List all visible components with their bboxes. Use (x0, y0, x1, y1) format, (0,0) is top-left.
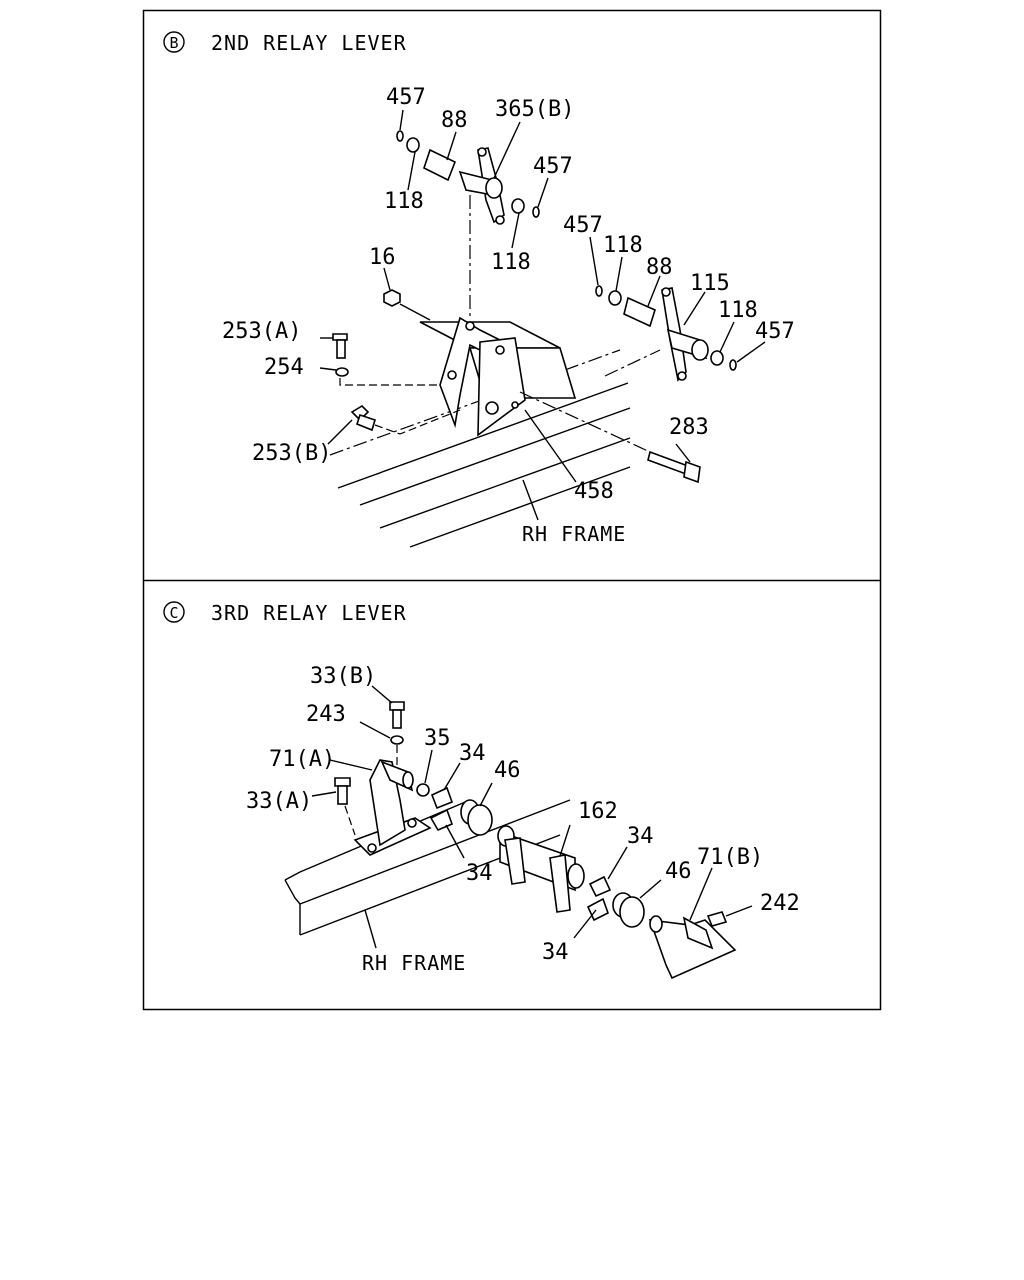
c-label-162: 162 (578, 799, 618, 824)
b-label-365b: 365(B) (495, 97, 574, 122)
b-rh-frame (329, 349, 631, 548)
panel-c: C 3RD RELAY LEVER RH FRAME (163, 601, 800, 980)
c-bracket-71b (648, 911, 737, 980)
b-label-457-d: 457 (755, 319, 795, 344)
b-label-457-c: 457 (563, 213, 603, 238)
b-label-458: 458 (574, 479, 614, 504)
b-label-118-b: 118 (491, 250, 531, 275)
b-label-118-d: 118 (718, 298, 758, 323)
c-rh-frame (284, 799, 571, 949)
b-upper-lever (396, 130, 540, 320)
c-label-242: 242 (760, 891, 800, 916)
panel-b-header: B 2ND RELAY LEVER (163, 31, 407, 55)
c-bracket-71a (353, 759, 432, 856)
b-fasteners (319, 289, 701, 484)
diagram-border (142, 9, 882, 1011)
b-label-88-a: 88 (441, 108, 468, 133)
b-label-88-b: 88 (646, 255, 673, 280)
c-label-35: 35 (424, 726, 451, 751)
panel-c-letter: C (169, 604, 178, 622)
b-label-457-a: 457 (386, 85, 426, 110)
c-label-71b: 71(B) (697, 845, 763, 870)
c-label-71a: 71(A) (269, 747, 335, 772)
panel-c-title: 3RD RELAY LEVER (211, 601, 407, 625)
c-fasteners (334, 701, 405, 836)
c-label-33a: 33(A) (246, 789, 312, 814)
b-label-254: 254 (264, 355, 304, 380)
panel-b: B 2ND RELAY LEVER RH FRAME (163, 31, 795, 548)
b-leaders (383, 109, 766, 363)
b-label-118-a: 118 (384, 189, 424, 214)
b-label-118-c: 118 (603, 233, 643, 258)
c-label-34-c: 34 (627, 824, 654, 849)
c-label-243: 243 (306, 702, 346, 727)
panel-b-circle (163, 31, 185, 53)
panel-c-header: C 3RD RELAY LEVER (163, 601, 407, 625)
c-label-34-a: 34 (459, 741, 486, 766)
b-label-115: 115 (690, 271, 730, 296)
c-label-34-d: 34 (542, 940, 569, 965)
c-label-46-a: 46 (494, 758, 521, 783)
b-frame-label: RH FRAME (522, 522, 626, 546)
b-label-457-b: 457 (533, 154, 573, 179)
c-leaders (311, 685, 753, 939)
panel-b-title: 2ND RELAY LEVER (211, 31, 407, 55)
b-label-283: 283 (669, 415, 709, 440)
c-label-33b: 33(B) (310, 664, 376, 689)
b-label-253a: 253(A) (222, 319, 301, 344)
c-label-34-b: 34 (466, 861, 493, 886)
c-label-46-b: 46 (665, 859, 692, 884)
b-label-253b: 253(B) (252, 441, 331, 466)
b-bracket-458 (419, 316, 577, 437)
panel-c-circle (163, 601, 185, 623)
c-shaft-assembly (416, 783, 645, 928)
b-label-16: 16 (369, 245, 396, 270)
b-right-lever (595, 285, 737, 382)
panel-b-letter: B (169, 34, 178, 52)
c-frame-label: RH FRAME (362, 951, 466, 975)
